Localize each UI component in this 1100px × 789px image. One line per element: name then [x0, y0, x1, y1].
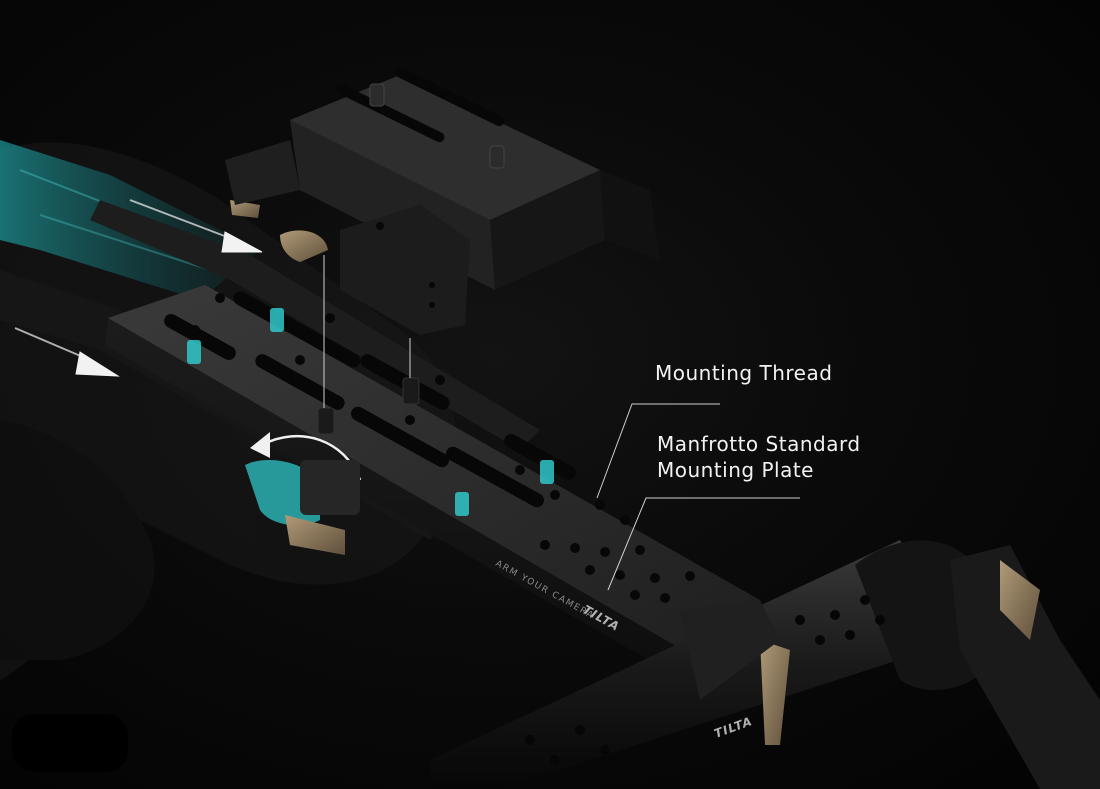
quick-release-clamp — [225, 67, 660, 335]
mounting-plate: ARM YOUR CAMERA TILTA — [105, 285, 760, 690]
plate-end-block — [680, 600, 780, 700]
motion-arrows — [14, 199, 263, 377]
mounting-plate-label-line1: Manfrotto Standard — [657, 432, 861, 456]
bronze-lever — [280, 230, 328, 262]
guide-lines — [323, 255, 800, 591]
bronze-tab — [230, 200, 260, 218]
ghost-lever — [245, 460, 360, 555]
mounting-plate-label: Manfrotto Standard Mounting Plate — [657, 431, 861, 483]
mounting-plate-label-line2: Mounting Plate — [657, 458, 814, 482]
mounting-thread-screws — [317, 377, 420, 435]
mounting-thread-label: Mounting Thread — [655, 361, 833, 385]
corner-block — [12, 714, 128, 772]
teal-screws — [187, 308, 554, 516]
